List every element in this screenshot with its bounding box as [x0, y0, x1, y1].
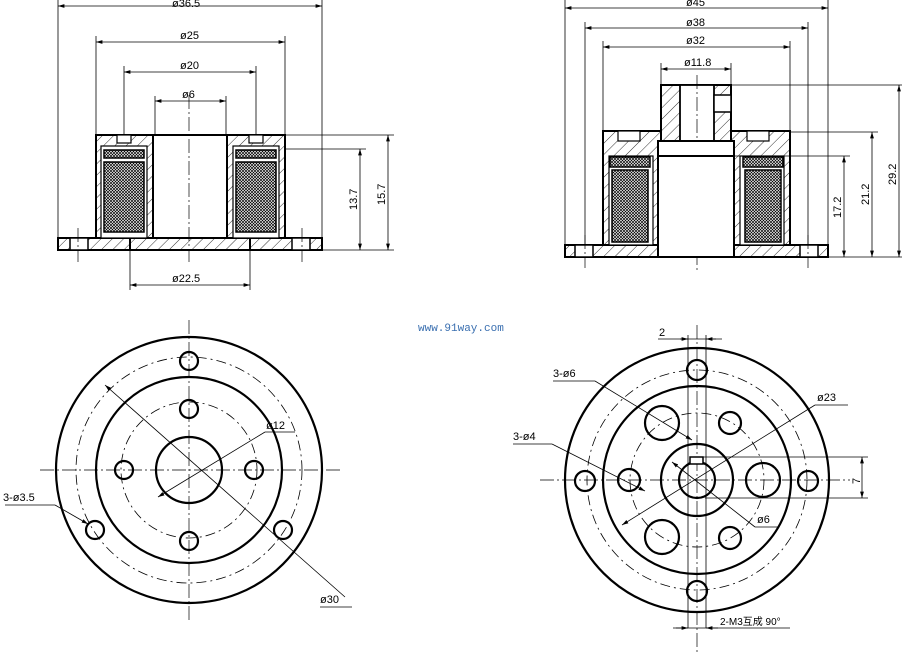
- dim-pitch-diameter: ø38: [686, 17, 705, 29]
- left-plan-view: ø30 ø12 3-ø3.5: [3, 320, 352, 620]
- dim-body-diameter: ø32: [686, 35, 705, 47]
- watermark: www.91way.com: [418, 323, 504, 335]
- dim-key-width: 2: [659, 327, 665, 339]
- dim-shaft-diameter: ø6: [757, 514, 770, 526]
- dim-pitch-diameter: ø20: [180, 60, 199, 72]
- dim-diameter-23: ø23: [817, 392, 836, 404]
- dim-base-diameter: ø22.5: [172, 273, 200, 285]
- dim-holes: 3-ø3.5: [3, 492, 35, 504]
- coil-left: [611, 169, 649, 243]
- dim-bolt-circle: ø30: [320, 594, 339, 606]
- coil-left: [103, 161, 145, 233]
- dim-total-height: 29.2: [887, 164, 899, 185]
- dim-body-height: 21.2: [860, 184, 872, 205]
- dim-outer-diameter: ø45: [686, 0, 705, 9]
- left-section-view: ø36.5 ø25 ø20 ø6 ø22.5 13.7 15.7: [57, 0, 394, 290]
- dim-outer-diameter: ø36.5: [172, 0, 200, 10]
- dim-hub-diameter: ø12: [266, 420, 285, 432]
- dim-body-diameter: ø25: [180, 30, 199, 42]
- dim-small-holes: 3-ø4: [513, 431, 536, 443]
- dim-hub-diameter: ø11.8: [684, 57, 711, 69]
- coil-right: [744, 169, 782, 243]
- dim-key-height: 7: [851, 478, 863, 484]
- coil-right: [235, 161, 277, 233]
- dim-coil-height: 13.7: [348, 189, 360, 210]
- right-plan-view: 2 3-ø6 3-ø4 ø23 ø6 7 2-M3互成 90°: [513, 325, 868, 655]
- dim-bore-diameter: ø6: [182, 89, 195, 101]
- dim-large-holes: 3-ø6: [553, 368, 576, 380]
- hub: [154, 435, 224, 505]
- dim-coil-height: 17.2: [832, 197, 844, 218]
- right-section-view: ø45 ø38 ø32 ø11.8 17.2 21.2 29.2: [564, 0, 902, 270]
- thread-note: 2-M3互成 90°: [720, 616, 781, 628]
- dim-body-height: 15.7: [376, 184, 388, 205]
